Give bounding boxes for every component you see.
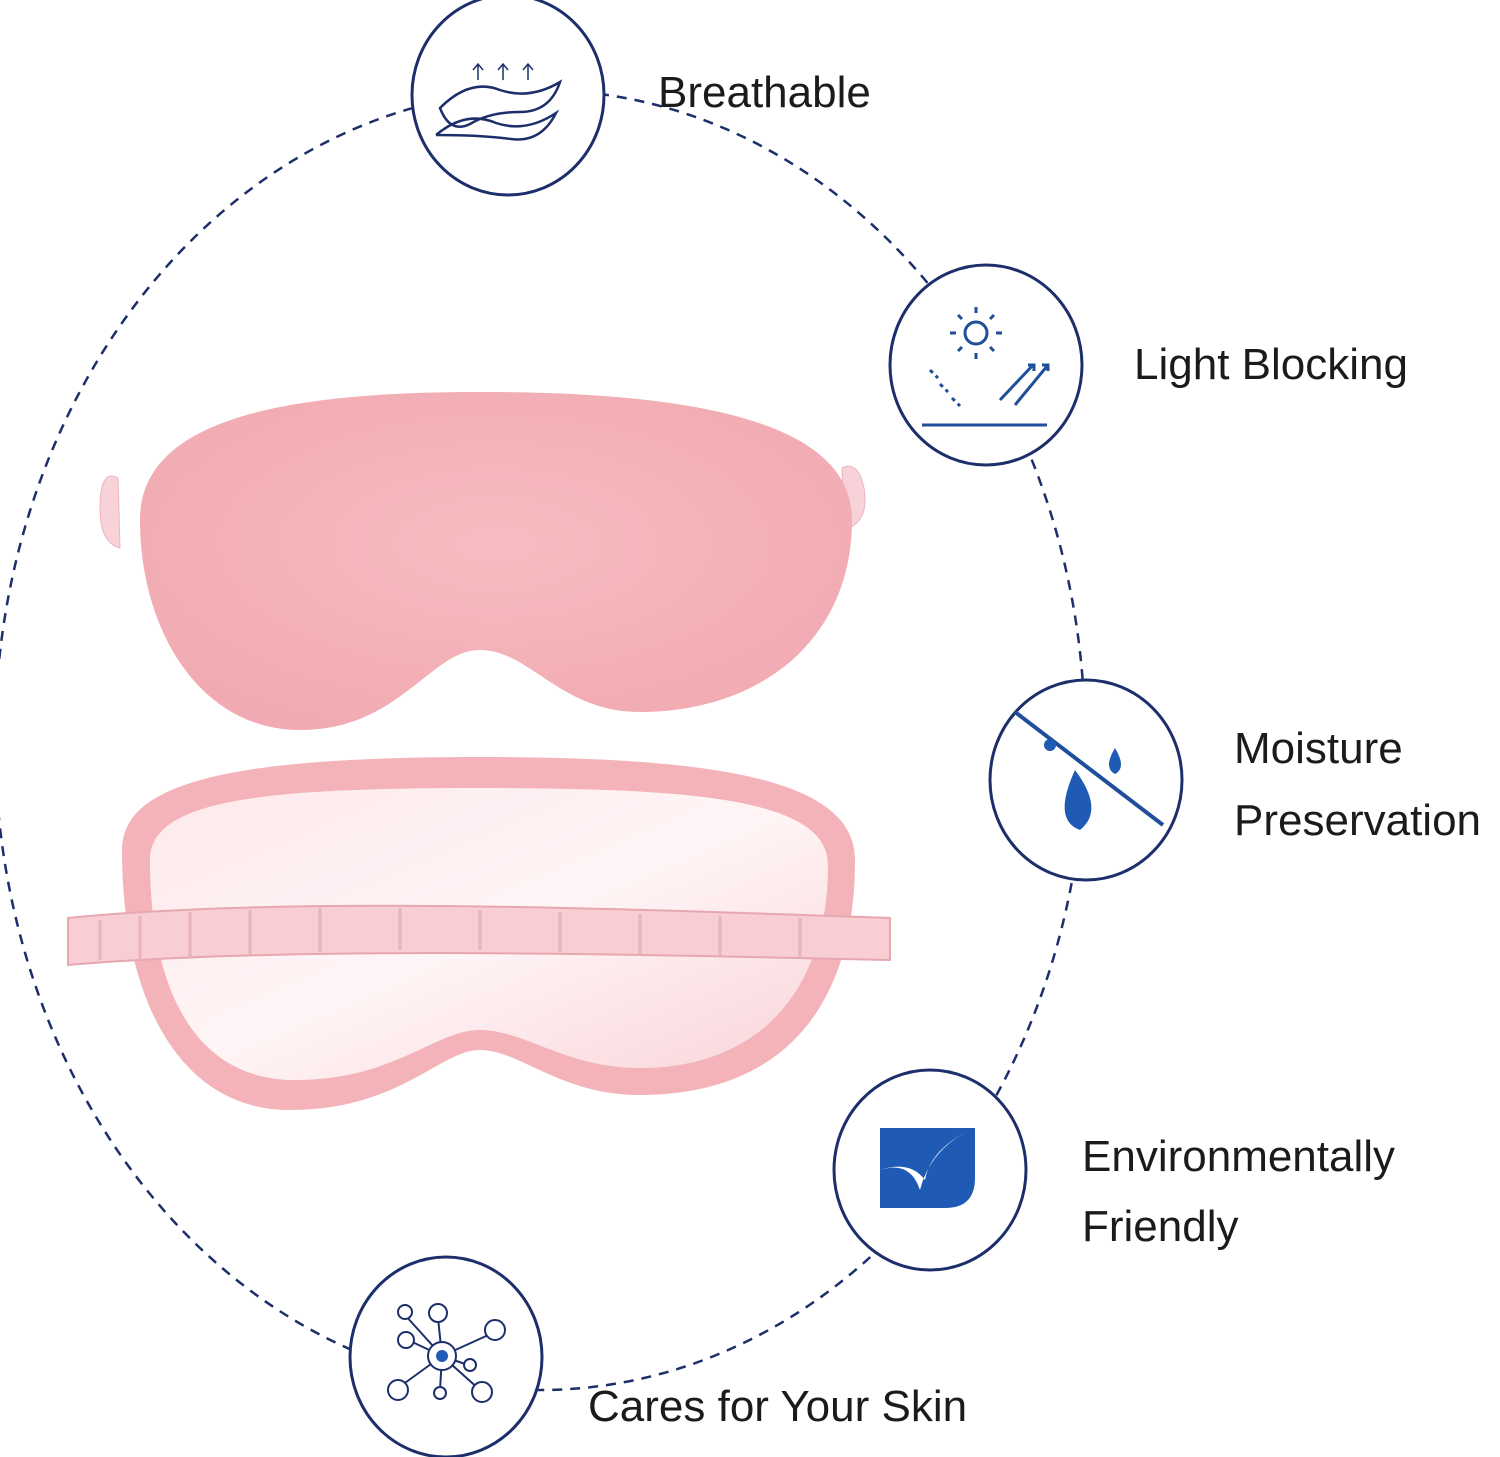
breathable-fabric-icon: [435, 62, 563, 141]
feature-label-light-blocking: Light Blocking: [1134, 340, 1408, 389]
feature-label-moisture-line1: Moisture: [1234, 724, 1403, 773]
feature-label-skin: Cares for Your Skin: [588, 1382, 968, 1431]
feature-label-moisture-line2: Preservation: [1234, 796, 1482, 845]
sun-block-icon: [922, 307, 1050, 427]
molecule-icon: [387, 1303, 506, 1403]
feature-label-breathable: Breathable: [658, 68, 871, 117]
feature-label-eco-line2: Friendly: [1082, 1202, 1239, 1251]
satin-eye-mask: [67, 757, 891, 1110]
moisture-drop-icon: [1013, 710, 1165, 830]
leaf-icon: [880, 1128, 975, 1208]
fur-eye-mask: [99, 392, 866, 730]
breathable-icon-ring: [410, 0, 606, 197]
moisture-icon-ring: [988, 678, 1184, 882]
feature-label-eco-line1: Environmentally: [1082, 1132, 1396, 1181]
light-blocking-icon-ring: [888, 263, 1084, 467]
